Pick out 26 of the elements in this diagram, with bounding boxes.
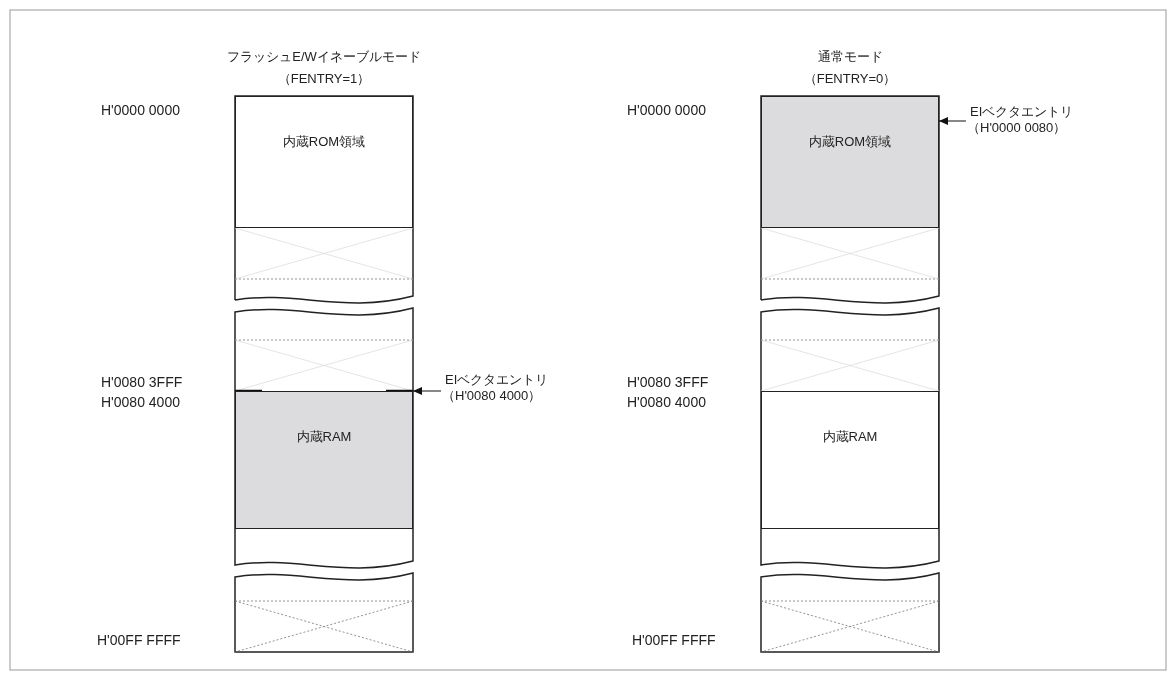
- memory-region: [761, 96, 939, 228]
- arrow: [938, 117, 967, 125]
- address-label: H'0080 3FFF: [627, 374, 709, 390]
- arrow: [412, 387, 442, 395]
- column-heading: （FENTRY=0）: [803, 71, 897, 87]
- callout-text: （H'0080 4000）: [442, 388, 543, 404]
- callout-text: （H'0000 0080）: [967, 120, 1068, 136]
- memory-region: [235, 96, 413, 228]
- region-label: 内蔵ROM領域: [808, 133, 892, 151]
- column-heading: 通常モード: [817, 49, 883, 65]
- callout-text: EIベクタエントリ: [970, 104, 1074, 120]
- region-label: 内蔵RAM: [296, 428, 352, 446]
- region-label: 内蔵ROM領域: [282, 133, 366, 151]
- address-label: H'0000 0000: [101, 102, 180, 118]
- memory-region: [235, 391, 413, 529]
- callout-text: EIベクタエントリ: [445, 372, 549, 388]
- column-heading: フラッシュE/Wイネーブルモード: [227, 49, 421, 65]
- address-label: H'0000 0000: [627, 102, 706, 118]
- address-label: H'00FF FFFF: [632, 632, 716, 648]
- address-label: H'00FF FFFF: [97, 632, 181, 648]
- column-heading: （FENTRY=1）: [277, 71, 371, 87]
- memory-region: [761, 391, 939, 529]
- region-label: 内蔵RAM: [822, 428, 878, 446]
- address-label: H'0080 4000: [101, 394, 180, 410]
- address-label: H'0080 4000: [627, 394, 706, 410]
- address-label: H'0080 3FFF: [101, 374, 183, 390]
